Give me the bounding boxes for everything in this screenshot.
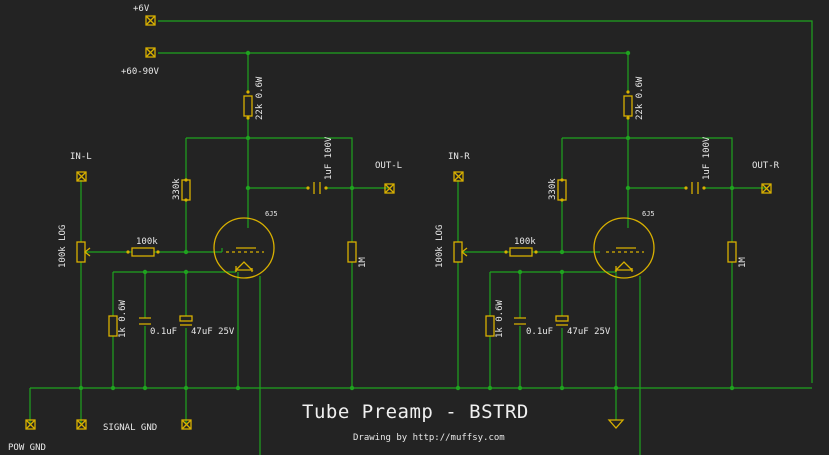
- terminal-in-r[interactable]: [453, 171, 464, 182]
- label-r-out-right: 1M: [738, 257, 748, 268]
- tube-6j5-left: [213, 217, 275, 279]
- resistor-100k-left: [131, 247, 155, 257]
- resistor-22k-right: [623, 95, 633, 117]
- label-out-r: OUT-R: [752, 161, 780, 171]
- label-tube-left: 6J5: [265, 210, 278, 218]
- resistor-22k-left: [243, 95, 253, 117]
- components: [25, 15, 772, 430]
- capacitor-47uf-right: [555, 315, 569, 326]
- label-r-grid-leak-left: 330k: [172, 178, 182, 200]
- label-pot-right: 100k LOG: [435, 224, 445, 268]
- resistor-1m-right: [727, 241, 737, 263]
- terminal-pow-gnd[interactable]: [25, 419, 36, 430]
- label-plus60-90v: +60-90V: [121, 67, 159, 77]
- credit-link[interactable]: Drawing by http://muffsy.com: [353, 433, 505, 443]
- label-r-cathode-right: 1k 0.6W: [495, 300, 505, 338]
- terminal-plus60-90v[interactable]: [145, 47, 156, 58]
- terminal-in-l[interactable]: [76, 171, 87, 182]
- label-c-out-left: 1uF 100V: [324, 136, 334, 180]
- resistor-1k-left: [108, 315, 118, 337]
- label-r-cathode-left: 1k 0.6W: [118, 300, 128, 338]
- capacitor-0.1uf-left: [139, 317, 151, 325]
- label-r-plate-right: 22k 0.6W: [635, 76, 645, 120]
- ground-symbol: [607, 419, 625, 429]
- label-c-cathode-left: 47uF 25V: [191, 327, 235, 337]
- label-c-cathode-right: 47uF 25V: [567, 327, 611, 337]
- label-r-grid-left: 100k: [136, 237, 158, 247]
- wires: [29, 20, 813, 455]
- resistor-330k-left: [181, 179, 191, 201]
- label-in-l: IN-L: [70, 152, 92, 162]
- resistor-100k-right: [509, 247, 533, 257]
- label-pot-left: 100k LOG: [58, 224, 68, 268]
- terminal-signal-gnd-2[interactable]: [181, 419, 192, 430]
- terminal-out-l[interactable]: [384, 183, 395, 194]
- resistor-330k-right: [557, 179, 567, 201]
- resistor-1m-left: [347, 241, 357, 263]
- potentiometer-left: [76, 241, 91, 263]
- capacitor-1uf-left: [313, 182, 321, 194]
- terminal-plus6v[interactable]: [145, 15, 156, 26]
- capacitor-1uf-right: [691, 182, 699, 194]
- label-pow-gnd: POW GND: [8, 443, 46, 453]
- potentiometer-right: [453, 241, 468, 263]
- junctions: [78, 50, 735, 391]
- label-signal-gnd: SIGNAL GND: [103, 423, 158, 433]
- label-r-grid-right: 100k: [514, 237, 536, 247]
- diagram-title: Tube Preamp - BSTRD: [302, 401, 529, 423]
- pin-dots: [126, 90, 706, 254]
- resistor-1k-right: [485, 315, 495, 337]
- label-r-out-left: 1M: [358, 257, 368, 268]
- label-r-plate-left: 22k 0.6W: [255, 76, 265, 120]
- terminal-signal-gnd-1[interactable]: [76, 419, 87, 430]
- label-in-r: IN-R: [448, 152, 470, 162]
- label-c-out-right: 1uF 100V: [702, 136, 712, 180]
- terminal-out-r[interactable]: [761, 183, 772, 194]
- tube-6j5-right: [593, 217, 655, 279]
- capacitor-47uf-left: [179, 315, 193, 326]
- label-plus6v: +6V: [133, 4, 150, 14]
- label-out-l: OUT-L: [375, 161, 403, 171]
- label-c-bypass-left: 0.1uF: [150, 327, 178, 337]
- label-r-grid-leak-right: 330k: [548, 178, 558, 200]
- capacitor-0.1uf-right: [514, 317, 526, 325]
- label-c-bypass-right: 0.1uF: [526, 327, 554, 337]
- label-tube-right: 6J5: [642, 210, 655, 218]
